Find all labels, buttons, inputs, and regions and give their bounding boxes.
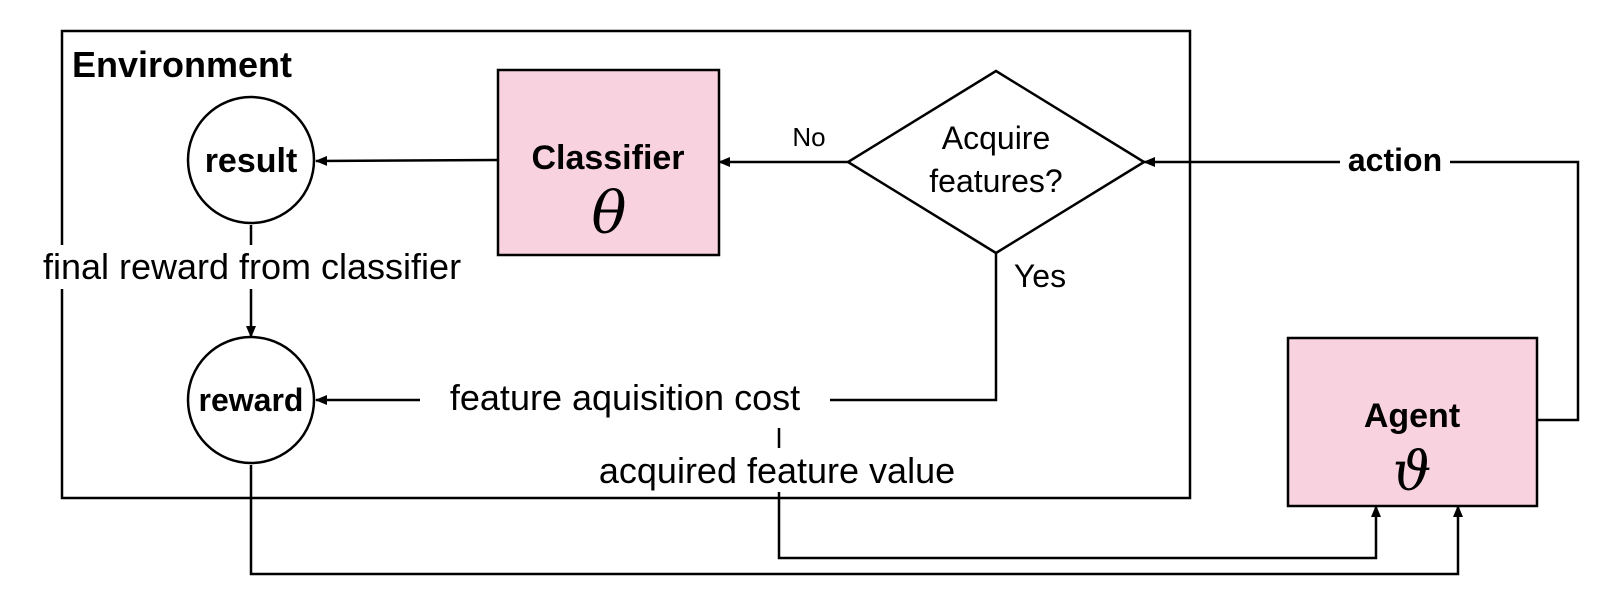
- no-edge-label: No: [792, 122, 825, 152]
- acquire-decision-diamond: [845, 69, 1147, 255]
- agent-label: Agent: [1364, 397, 1460, 435]
- result-node: [186, 95, 316, 225]
- yes-edge-label: Yes: [1014, 258, 1066, 294]
- final-reward-edge-label: final reward from classifier: [43, 246, 461, 287]
- reward-to-agent-arrow: [249, 465, 1463, 576]
- reward-label: reward: [199, 382, 304, 418]
- acquired-value-arrow: [777, 428, 1381, 560]
- classifier-label: Classifier: [531, 139, 684, 177]
- agent-box: [1286, 336, 1539, 508]
- agent-vartheta-symbol: ϑ: [1393, 440, 1432, 503]
- decision-label-line1: Acquire: [942, 120, 1051, 156]
- classifier-to-result-arrow: [315, 155, 499, 166]
- environment-title: Environment: [72, 44, 292, 85]
- classifier-theta-symbol: θ: [592, 179, 627, 247]
- acquired-value-edge-label: acquired feature value: [599, 450, 955, 491]
- classifier-box: [496, 68, 721, 257]
- action-edge-label: action: [1348, 142, 1442, 178]
- reward-node: [186, 335, 316, 465]
- feature-cost-edge-label: feature aquisition cost: [450, 377, 800, 418]
- decision-label-line2: features?: [929, 163, 1062, 199]
- result-label: result: [205, 142, 298, 180]
